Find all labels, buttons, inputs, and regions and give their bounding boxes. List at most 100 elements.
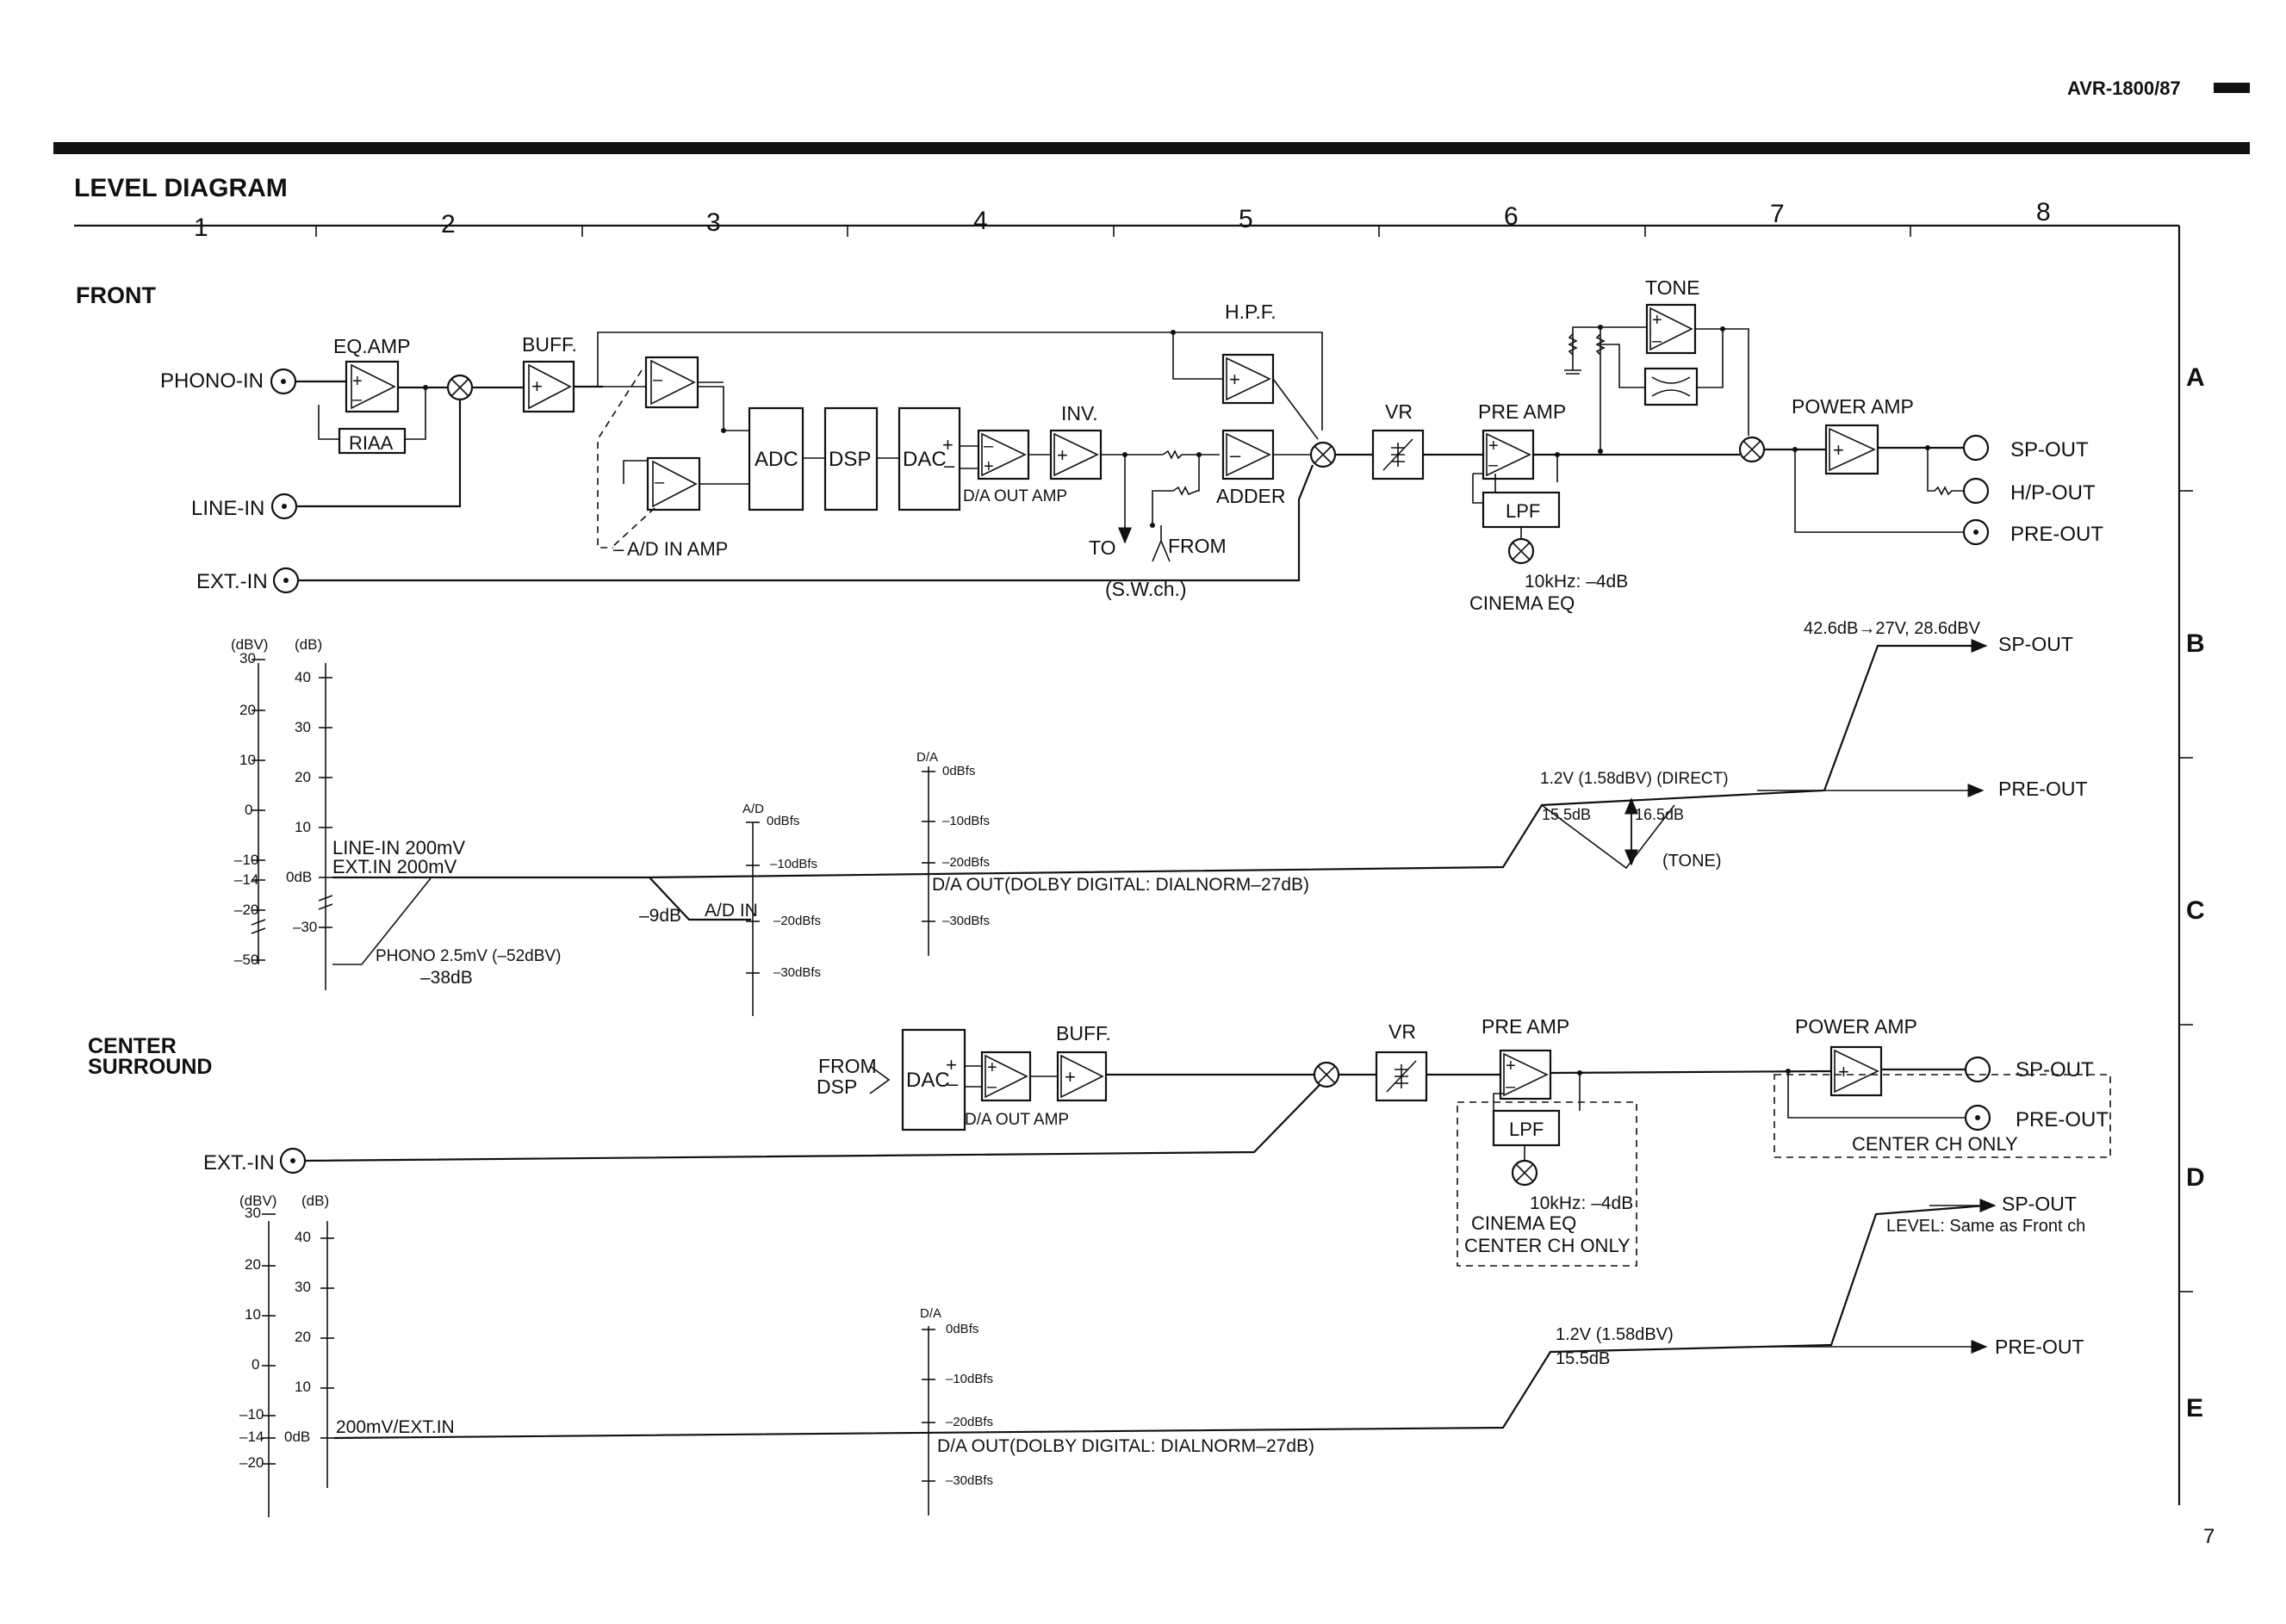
front-dbv-tick: 20 bbox=[239, 702, 256, 718]
svg-text:–: – bbox=[1506, 1077, 1516, 1096]
front-level-chart: (dBV) (dB) 30 20 10 0 –10 –14 –20 –50 40… bbox=[231, 619, 2088, 1016]
front-da-out-amp-label: D/A OUT AMP bbox=[963, 487, 1067, 505]
svg-text:+: + bbox=[942, 434, 954, 456]
front-dac-label: DAC bbox=[903, 448, 947, 471]
svg-text:+: + bbox=[946, 1054, 957, 1075]
front-hp-out-label: H/P-OUT bbox=[2010, 481, 2096, 505]
center-pre-out-jack bbox=[1964, 1104, 1991, 1131]
front-dsp-label: DSP bbox=[829, 448, 871, 471]
front-gain-16-5: 16.5dB bbox=[1635, 806, 1684, 823]
center-power-amp-label: POWER AMP bbox=[1795, 1015, 1917, 1038]
front-pre-amp-block bbox=[1482, 429, 1535, 480]
hpf-label: H.P.F. bbox=[1225, 301, 1277, 323]
page-header: AVR-1800/87 LEVEL DIAGRAM 7 bbox=[53, 77, 2250, 1548]
svg-text:+: + bbox=[984, 457, 994, 476]
ad-axis-label: A/D bbox=[742, 802, 764, 816]
riaa-label: RIAA bbox=[349, 432, 394, 454]
front-vr-label: VR bbox=[1385, 400, 1413, 423]
center-dac-label: DAC bbox=[906, 1069, 950, 1092]
page-number: 7 bbox=[2203, 1525, 2215, 1548]
front-db-tick: 40 bbox=[295, 669, 311, 685]
svg-text:–: – bbox=[653, 370, 663, 389]
center-power-amp-block bbox=[1829, 1045, 1883, 1097]
center-dbv-tick: 30 bbox=[245, 1205, 261, 1221]
front-da-axis-tick: –30dBfs bbox=[942, 914, 990, 928]
center-vr-label: VR bbox=[1388, 1020, 1416, 1043]
front-da-axis-label: D/A bbox=[916, 750, 938, 765]
front-buff-label: BUFF. bbox=[522, 333, 577, 356]
front-lpf-label: LPF bbox=[1506, 500, 1540, 522]
front-db-unit: (dB) bbox=[295, 636, 322, 653]
center-sp-out-jack bbox=[1964, 1056, 1991, 1083]
riaa-block bbox=[338, 427, 407, 455]
center-db-tick: 0dB bbox=[284, 1429, 310, 1445]
center-da-axis-tick: –20dBfs bbox=[946, 1415, 993, 1429]
svg-text:+: + bbox=[1833, 439, 1844, 461]
center-pre-amp-label: PRE AMP bbox=[1482, 1015, 1569, 1038]
front-sp-out-label: SP-OUT bbox=[2010, 438, 2089, 462]
front-direct-level: 1.2V (1.58dBV) (DIRECT) bbox=[1540, 770, 1729, 788]
front-level-sp-out: SP-OUT bbox=[1998, 633, 2073, 655]
row-e-label: E bbox=[2186, 1394, 2203, 1423]
center-cinema-eq-label: CINEMA EQ bbox=[1471, 1212, 1576, 1234]
svg-text:+: + bbox=[352, 372, 363, 391]
front-sp-out-jack bbox=[1962, 434, 1990, 462]
tone-control-block bbox=[1643, 367, 1699, 406]
line-in-label: LINE-IN bbox=[191, 497, 264, 520]
svg-text:–: – bbox=[1488, 456, 1499, 474]
front-cinema-eq-value: 10kHz: –4dB bbox=[1525, 572, 1628, 592]
column-7-label: 7 bbox=[1770, 200, 1785, 228]
front-block-diagram: FRONT PHONO-IN LINE-IN EXT.-IN EQ.AMP + … bbox=[76, 276, 2103, 614]
center-pre-amp-block bbox=[1499, 1049, 1552, 1100]
center-da-out-amp-block bbox=[980, 1051, 1032, 1102]
center-1-2v-level: 1.2V (1.58dBV) bbox=[1556, 1325, 1674, 1344]
front-dbv-tick: 30 bbox=[239, 650, 256, 666]
ad-axis-tick: –20dBfs bbox=[773, 914, 821, 928]
center-dbv-tick: –14 bbox=[239, 1429, 264, 1445]
front-sp-level-value: 42.6dB→27V, 28.6dBV bbox=[1804, 619, 1981, 638]
eq-amp-label: EQ.AMP bbox=[333, 335, 410, 357]
svg-text:–: – bbox=[613, 538, 624, 560]
phono-in-label: PHONO-IN bbox=[160, 369, 264, 393]
center-block-diagram: CENTER SURROUND EXT.-IN FROM DSP DAC + –… bbox=[88, 1015, 2111, 1267]
front-level-trace-sp bbox=[649, 644, 1983, 879]
center-da-out-amp-label: D/A OUT AMP bbox=[965, 1111, 1069, 1129]
center-dbv-tick: 10 bbox=[245, 1306, 261, 1323]
front-da-axis-tick: –20dBfs bbox=[942, 855, 990, 870]
svg-text:–: – bbox=[1230, 444, 1241, 466]
front-tone-level: (TONE) bbox=[1662, 852, 1722, 871]
center-dbv-tick: 0 bbox=[252, 1356, 259, 1373]
front-dbv-tick: –14 bbox=[234, 871, 258, 888]
column-2-label: 2 bbox=[441, 210, 456, 239]
row-d-label: D bbox=[2186, 1163, 2205, 1192]
center-db-tick: 30 bbox=[295, 1279, 311, 1295]
front-section-label: FRONT bbox=[76, 282, 156, 308]
front-pre-out-label: PRE-OUT bbox=[2010, 523, 2103, 546]
inv-label: INV. bbox=[1061, 402, 1098, 425]
front-line-in-level: LINE-IN 200mV bbox=[332, 837, 465, 858]
column-1-label: 1 bbox=[194, 214, 208, 242]
svg-text:+: + bbox=[1652, 311, 1662, 330]
center-only-output-box bbox=[1774, 1074, 2111, 1158]
center-dac-block bbox=[901, 1028, 966, 1131]
center-only-output-label: CENTER CH ONLY bbox=[1852, 1133, 2018, 1155]
ad-axis-tick: –30dBfs bbox=[773, 965, 821, 980]
svg-text:–: – bbox=[984, 437, 994, 456]
center-db-unit: (dB) bbox=[301, 1193, 329, 1209]
front-da-out-amp-block bbox=[977, 429, 1030, 480]
ext-in-label: EXT.-IN bbox=[196, 570, 268, 593]
page-title: LEVEL DIAGRAM bbox=[74, 174, 288, 202]
center-buff-block bbox=[1056, 1051, 1108, 1102]
center-dbv-tick: 20 bbox=[245, 1256, 261, 1273]
center-ext-in-label: EXT.-IN bbox=[203, 1151, 275, 1175]
row-b-label: B bbox=[2186, 629, 2205, 658]
dsp-block bbox=[823, 406, 879, 511]
svg-text:+: + bbox=[1838, 1061, 1849, 1082]
hpf-block bbox=[1221, 353, 1275, 405]
svg-text:–: – bbox=[352, 390, 363, 409]
center-da-axis-label: D/A bbox=[920, 1306, 941, 1321]
center-db-tick: 10 bbox=[295, 1379, 311, 1395]
center-cinema-eq-value: 10kHz: –4dB bbox=[1530, 1193, 1633, 1213]
column-4-label: 4 bbox=[973, 207, 988, 235]
